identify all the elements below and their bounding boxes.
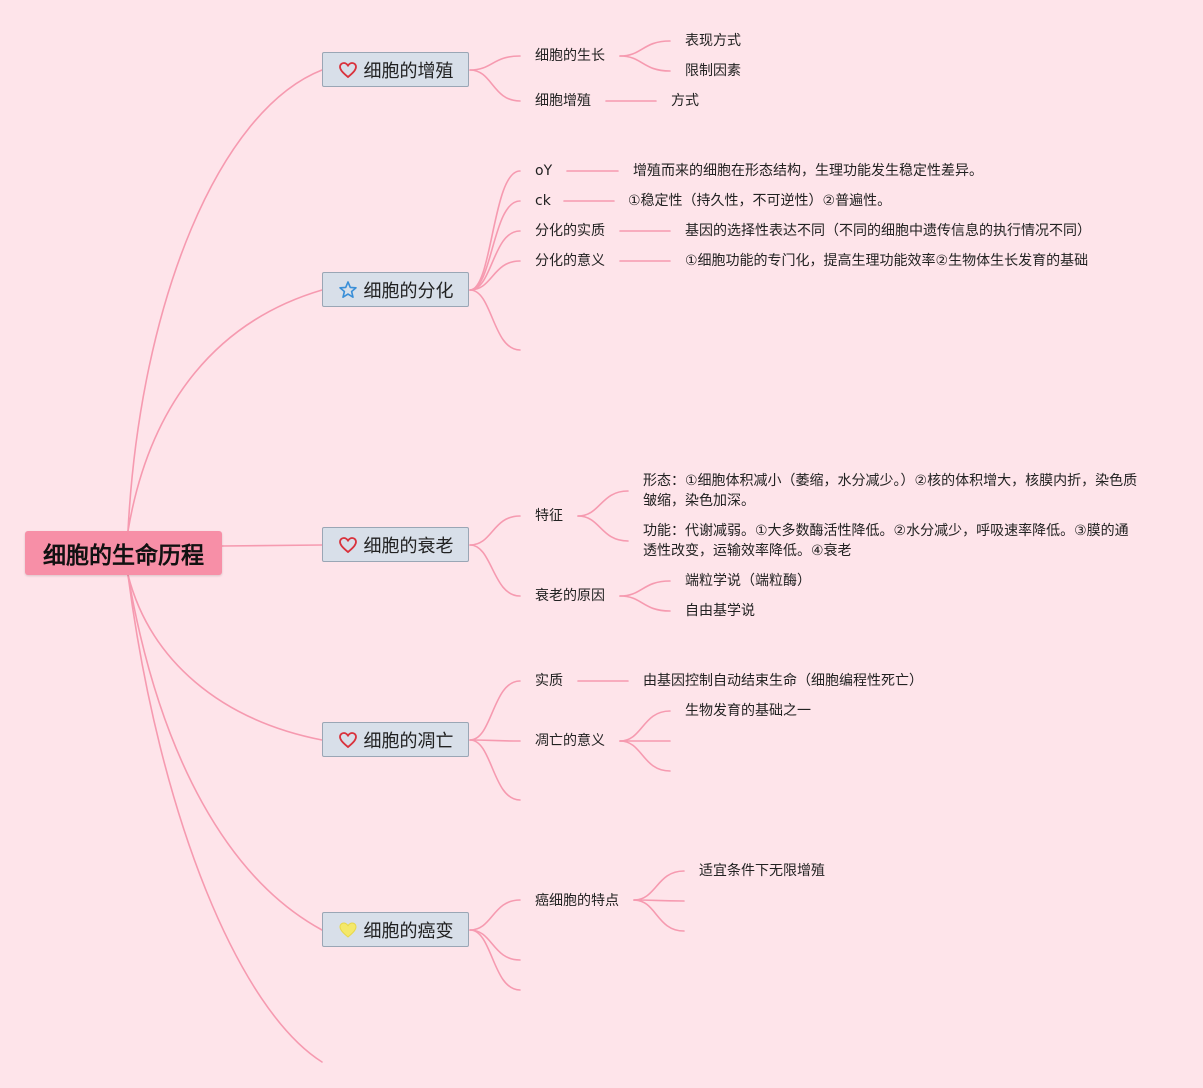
branch-label: 细胞的凋亡 [363, 730, 454, 752]
branch-connector [469, 929, 521, 991]
leaf-connector [577, 515, 629, 542]
topic-apoptosis-essence[interactable]: 实质 [535, 673, 563, 689]
leaf-selective-expression[interactable]: 基因的选择性表达不同（不同的细胞中遗传信息的执行情况不同） [685, 223, 1091, 239]
branch-connector [469, 739, 521, 742]
branch-cell-cancer[interactable]: 细胞的癌变 [322, 912, 469, 947]
root-connector [127, 574, 323, 931]
root-connector [127, 574, 323, 1063]
leaf-connector [619, 740, 671, 772]
branch-connector [469, 899, 521, 931]
leaf-connector [619, 580, 671, 597]
topic-differentiation-essence[interactable]: 分化的实质 [535, 223, 605, 239]
branch-connector [469, 680, 521, 741]
leaf-telomere-theory[interactable]: 端粒学说（端粒酶） [685, 573, 811, 589]
leaf-connector [619, 40, 671, 57]
branch-connector [469, 230, 521, 291]
branch-connector [469, 929, 521, 961]
branch-connector [469, 260, 521, 291]
branch-label: 细胞的衰老 [363, 535, 454, 557]
leaf-connector [577, 490, 629, 517]
branch-connector [469, 170, 521, 291]
leaf-connector [633, 870, 685, 901]
leaf-connector [619, 55, 671, 72]
leaf-stability[interactable]: ①稳定性（持久性，不可逆性）②普遍性。 [628, 193, 892, 209]
branch-connector [469, 515, 521, 546]
topic-cell-division[interactable]: 细胞增殖 [535, 93, 591, 109]
leaf-programmed-death[interactable]: 由基因控制自动结束生命（细胞编程性死亡） [643, 673, 923, 689]
topic-ck[interactable]: ck [535, 193, 551, 209]
leaf-limiting-factors[interactable]: 限制因素 [685, 63, 741, 79]
topic-apoptosis-significance[interactable]: 凋亡的意义 [535, 733, 605, 749]
topic-aging-causes[interactable]: 衰老的原因 [535, 588, 605, 604]
leaf-morphology[interactable]: 形态：①细胞体积减小（萎缩，水分减少。）②核的体积增大，核膜内折，染色质皱缩，染… [643, 473, 1138, 509]
leaf-differentiation-definition[interactable]: 增殖而来的细胞在形态结构，生理功能发生稳定性差异。 [633, 163, 983, 179]
root-connector [221, 544, 323, 547]
root-connector [127, 289, 323, 532]
topic-differentiation-significance[interactable]: 分化的意义 [535, 253, 605, 269]
leaf-method[interactable]: 方式 [671, 93, 699, 109]
branch-cell-proliferation[interactable]: 细胞的增殖 [322, 52, 469, 87]
branch-connector [469, 55, 521, 71]
branch-cell-differentiation[interactable]: 细胞的分化 [322, 272, 469, 307]
topic-cell-growth[interactable]: 细胞的生长 [535, 48, 605, 64]
topic-characteristics[interactable]: 特征 [535, 508, 563, 524]
branch-cell-apoptosis[interactable]: 细胞的凋亡 [322, 722, 469, 757]
leaf-connector [633, 899, 685, 932]
leaf-specialization[interactable]: ①细胞功能的专门化，提高生理功能效率②生物体生长发育的基础 [685, 253, 1089, 269]
topic-cancer-traits[interactable]: 癌细胞的特点 [535, 893, 619, 909]
branch-connector [469, 69, 521, 102]
leaf-manifestation[interactable]: 表现方式 [685, 33, 741, 49]
root-connector [127, 69, 323, 532]
topic-oy[interactable]: oY [535, 163, 553, 179]
heart-outline-icon [338, 535, 358, 555]
star-outline-icon [338, 280, 358, 300]
leaf-free-radical-theory[interactable]: 自由基学说 [685, 603, 755, 619]
heart-outline-icon [338, 730, 358, 750]
leaf-connector [619, 710, 671, 742]
leaf-connector [619, 595, 671, 612]
branch-label: 细胞的增殖 [363, 60, 454, 82]
heart-outline-icon [338, 60, 358, 80]
branch-connector [469, 289, 521, 351]
root-topic[interactable]: 细胞的生命历程 [25, 531, 222, 575]
leaf-function[interactable]: 功能：代谢减弱。①大多数酶活性降低。②水分减少，呼吸速率降低。③膜的通透性改变，… [643, 523, 1129, 559]
yellow-heart-icon [338, 920, 358, 940]
leaf-development-basis[interactable]: 生物发育的基础之一 [685, 703, 811, 719]
branch-connector [469, 739, 521, 801]
branch-label: 细胞的分化 [363, 280, 454, 302]
root-connector [127, 574, 323, 741]
branch-connector [469, 544, 521, 597]
branch-cell-aging[interactable]: 细胞的衰老 [322, 527, 469, 562]
branch-label: 细胞的癌变 [363, 920, 454, 942]
branch-connector [469, 200, 521, 291]
leaf-unlimited-proliferation[interactable]: 适宜条件下无限增殖 [699, 863, 825, 879]
